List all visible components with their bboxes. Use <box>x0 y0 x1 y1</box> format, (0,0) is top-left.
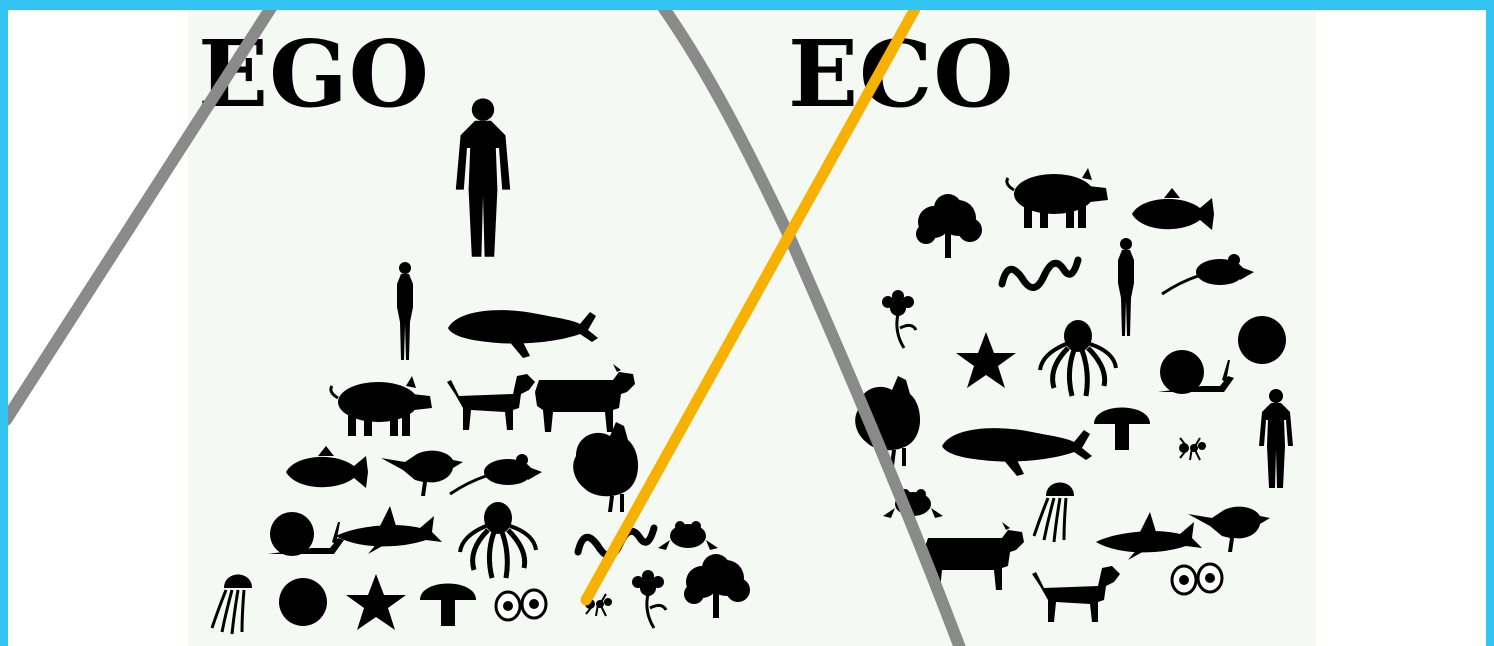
mushroom-icon <box>1094 408 1150 451</box>
shark-icon <box>336 506 442 554</box>
fish-icon <box>1132 188 1214 230</box>
mouse-icon <box>450 454 542 494</box>
gray-curve <box>658 10 963 646</box>
cow-icon <box>535 364 635 432</box>
dog-icon <box>447 374 535 430</box>
human-woman-icon <box>397 262 413 360</box>
mouse-icon <box>1162 254 1254 294</box>
jellyfish-icon <box>212 575 252 635</box>
pig-icon <box>1007 168 1108 228</box>
starfish-icon <box>956 332 1016 388</box>
frog-icon <box>658 521 718 550</box>
human-man-icon <box>456 98 510 256</box>
pig-icon <box>331 376 432 436</box>
shark-icon <box>1096 512 1202 560</box>
snake-icon <box>1002 260 1078 288</box>
sea-urchin-icon <box>279 578 327 626</box>
snail-icon <box>268 512 344 556</box>
chicken-icon <box>573 422 638 512</box>
flower-icon <box>882 290 916 348</box>
snail-icon <box>1158 350 1234 394</box>
flower-icon <box>632 570 666 628</box>
ant-icon <box>1179 438 1206 460</box>
fish-icon <box>286 446 368 488</box>
bird-icon <box>381 451 463 496</box>
gray-curve <box>8 10 276 420</box>
human-man-icon <box>1259 389 1293 488</box>
tree-icon <box>916 194 982 258</box>
jellyfish-icon <box>1034 483 1074 543</box>
eggs-icon <box>1172 564 1222 594</box>
octopus-icon <box>460 502 536 578</box>
bird-icon <box>1188 507 1270 552</box>
dog-icon <box>1032 566 1120 622</box>
sea-urchin-icon <box>1238 316 1286 364</box>
eggs-icon <box>496 590 546 620</box>
octopus-icon <box>1040 320 1116 396</box>
illustration-canvas <box>8 10 1486 646</box>
whale-icon <box>942 428 1092 476</box>
whale-icon <box>448 310 598 358</box>
starfish-icon <box>346 574 406 630</box>
human-woman-icon <box>1118 238 1134 336</box>
tree-icon <box>684 554 750 618</box>
mushroom-icon <box>420 584 476 627</box>
orange-line <box>586 10 920 600</box>
ego-pyramid <box>212 98 750 634</box>
